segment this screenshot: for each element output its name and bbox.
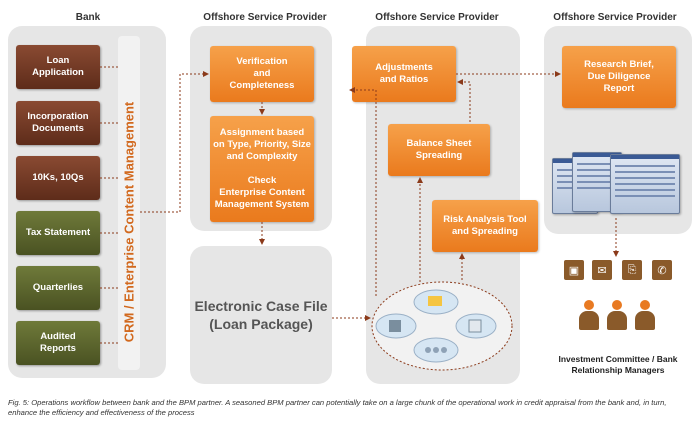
envelope-icon: ✉	[592, 260, 612, 280]
process-cluster	[371, 281, 513, 371]
offshore-column-title-1: Offshore Service Provider	[203, 12, 327, 23]
monitor-icon: ▣	[564, 260, 584, 280]
adjustments-box: Adjustments and Ratios	[352, 46, 456, 102]
10ks-10qs-box: 10Ks, 10Qs	[16, 156, 100, 200]
balance-sheet-box: Balance Sheet Spreading	[388, 124, 490, 176]
audited-reports-box: Audited Reports	[16, 321, 100, 365]
phone-icon: ✆	[652, 260, 672, 280]
connector-line	[140, 71, 209, 213]
person-icon	[578, 300, 600, 330]
investment-committee-label: Investment Committee / Bank Relationship…	[558, 354, 678, 375]
fax-icon: ⎘	[622, 260, 642, 280]
quarterlies-box: Quarterlies	[16, 266, 100, 310]
electronic-case-file: Electronic Case File (Loan Package)	[190, 246, 332, 384]
crm-bar	[118, 36, 140, 370]
verification-box: Verification and Completeness	[210, 46, 314, 102]
incorporation-documents-box: Incorporation Documents	[16, 101, 100, 145]
person-icon	[606, 300, 628, 330]
tax-statement-box: Tax Statement	[16, 211, 100, 255]
figure-caption: Fig. 5: Operations workflow between bank…	[8, 398, 667, 417]
report-screens-image	[552, 152, 680, 216]
loan-application-box: Loan Application	[16, 45, 100, 89]
connector-line	[349, 87, 377, 296]
research-brief-box: Research Brief, Due Diligence Report	[562, 46, 676, 108]
assignment-box: Assignment based on Type, Priority, Size…	[210, 116, 314, 222]
person-icon	[634, 300, 656, 330]
offshore-column-title-2: Offshore Service Provider	[375, 12, 499, 23]
risk-analysis-box: Risk Analysis Tool and Spreading	[432, 200, 538, 252]
bank-column-title: Bank	[75, 12, 101, 23]
offshore-column-title-3: Offshore Service Provider	[553, 12, 677, 23]
